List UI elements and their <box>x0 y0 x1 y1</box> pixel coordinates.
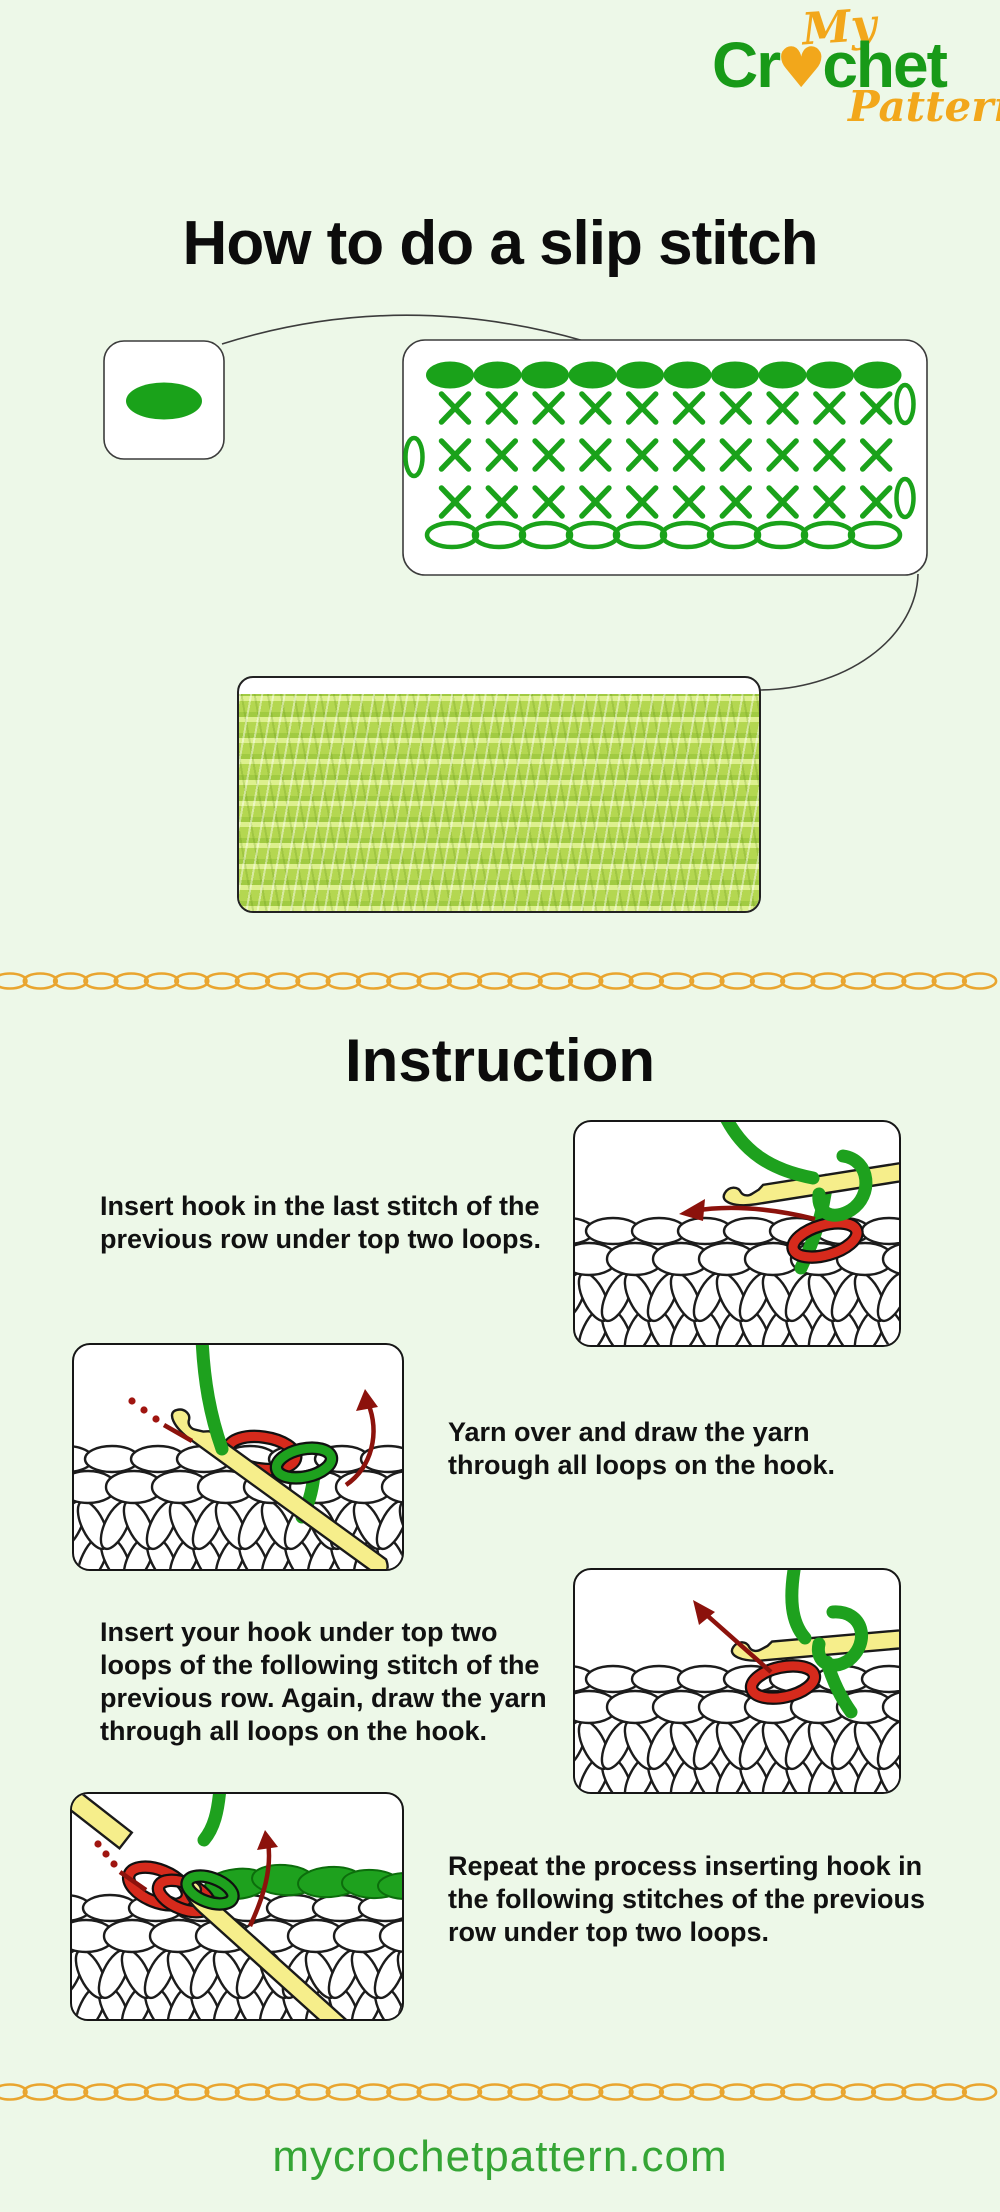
stitch-chart-symbols <box>403 361 916 550</box>
step-1-image <box>573 1120 901 1347</box>
chain-divider-bottom <box>0 2083 998 2101</box>
step-1-text: Insert hook in the last stitch of the pr… <box>100 1191 542 1254</box>
brand-logo: My Cr♥chet Pattern <box>700 0 1000 132</box>
red-working-loop <box>786 1216 864 1264</box>
step-4-image <box>70 1792 404 2021</box>
green-yarn-loop <box>180 1869 240 1911</box>
step-3-image <box>573 1568 901 1794</box>
yarn-heart-icon: ♥ <box>776 36 826 101</box>
stitch-chart-diagram <box>103 314 928 691</box>
step-2-illustration <box>74 1345 402 1569</box>
logo-word-crochet: Cr♥chet <box>712 28 948 102</box>
page-title: How to do a slip stitch <box>182 209 819 278</box>
red-working-loop <box>744 1659 822 1705</box>
step-4-illustration <box>72 1794 402 2019</box>
direction-arrow <box>344 1402 376 1487</box>
slip-stitch-symbol <box>126 382 202 420</box>
step-3-text: Insert your hook under top two loops of … <box>100 1617 547 1746</box>
website-url: mycrochetpattern.com <box>272 2132 728 2181</box>
step-3-illustration <box>575 1570 899 1792</box>
crochet-hook-icon <box>722 1149 899 1207</box>
crochet-fabric-texture <box>239 694 759 911</box>
legend-connector-curve <box>221 314 585 345</box>
logo-crochet-end: chet <box>822 29 948 101</box>
slip-stitch-swatch-photo <box>237 676 761 913</box>
logo-crochet-start: Cr <box>712 29 781 101</box>
step-1-illustration <box>575 1122 899 1345</box>
hook-handle-end <box>72 1794 134 1851</box>
step-2-text: Yarn over and draw the yarn through all … <box>448 1417 835 1480</box>
direction-arrow <box>692 1205 816 1222</box>
green-yarn-loop <box>269 1441 339 1485</box>
direction-arrow <box>247 1841 272 1927</box>
photo-connector-curve <box>757 573 919 691</box>
step-2-image <box>72 1343 404 1571</box>
chain-divider-top <box>0 972 998 990</box>
direction-arrow <box>699 1608 773 1674</box>
section-heading: Instruction <box>345 1027 655 1094</box>
step-4-text: Repeat the process inserting hook in the… <box>448 1851 926 1947</box>
logo-word-pattern: Pattern <box>848 82 1000 131</box>
